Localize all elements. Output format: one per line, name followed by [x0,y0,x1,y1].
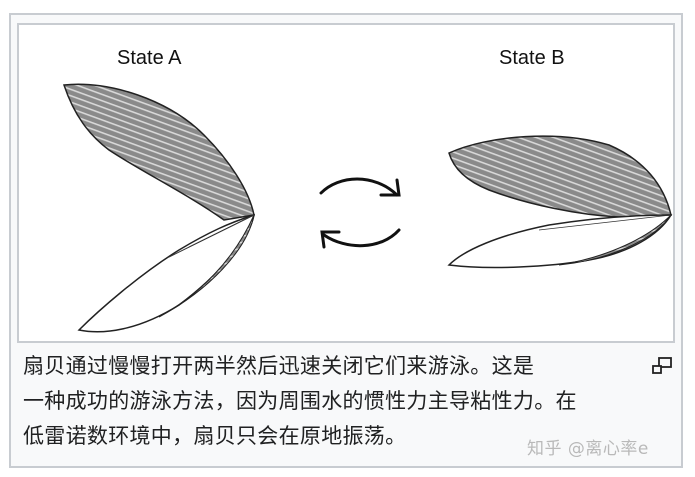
figure-thumbnail: State A State B [9,13,683,468]
scallop-open-state-a [62,83,255,333]
figure-image[interactable]: State A State B [17,23,675,343]
figure-caption: 扇贝通过慢慢打开两半然后迅速关闭它们来游泳。这是 一种成功的游泳方法，因为周围水… [23,349,623,454]
caption-line: 低雷诺数环境中，扇贝只会在原地振荡。 [23,424,407,448]
caption-line: 扇贝通过慢慢打开两半然后迅速关闭它们来游泳。这是 [23,354,535,378]
scallop-closed-state-b [447,135,673,269]
state-a-label: State A [117,47,182,69]
cycle-arrows-icon [319,177,401,249]
scallop-illustration [62,83,673,333]
enlarge-icon[interactable] [651,356,673,376]
caption-line: 一种成功的游泳方法，因为周围水的惯性力主导粘性力。在 [23,389,577,413]
state-b-label: State B [499,47,565,69]
watermark: 知乎 @离心率e [527,439,649,459]
